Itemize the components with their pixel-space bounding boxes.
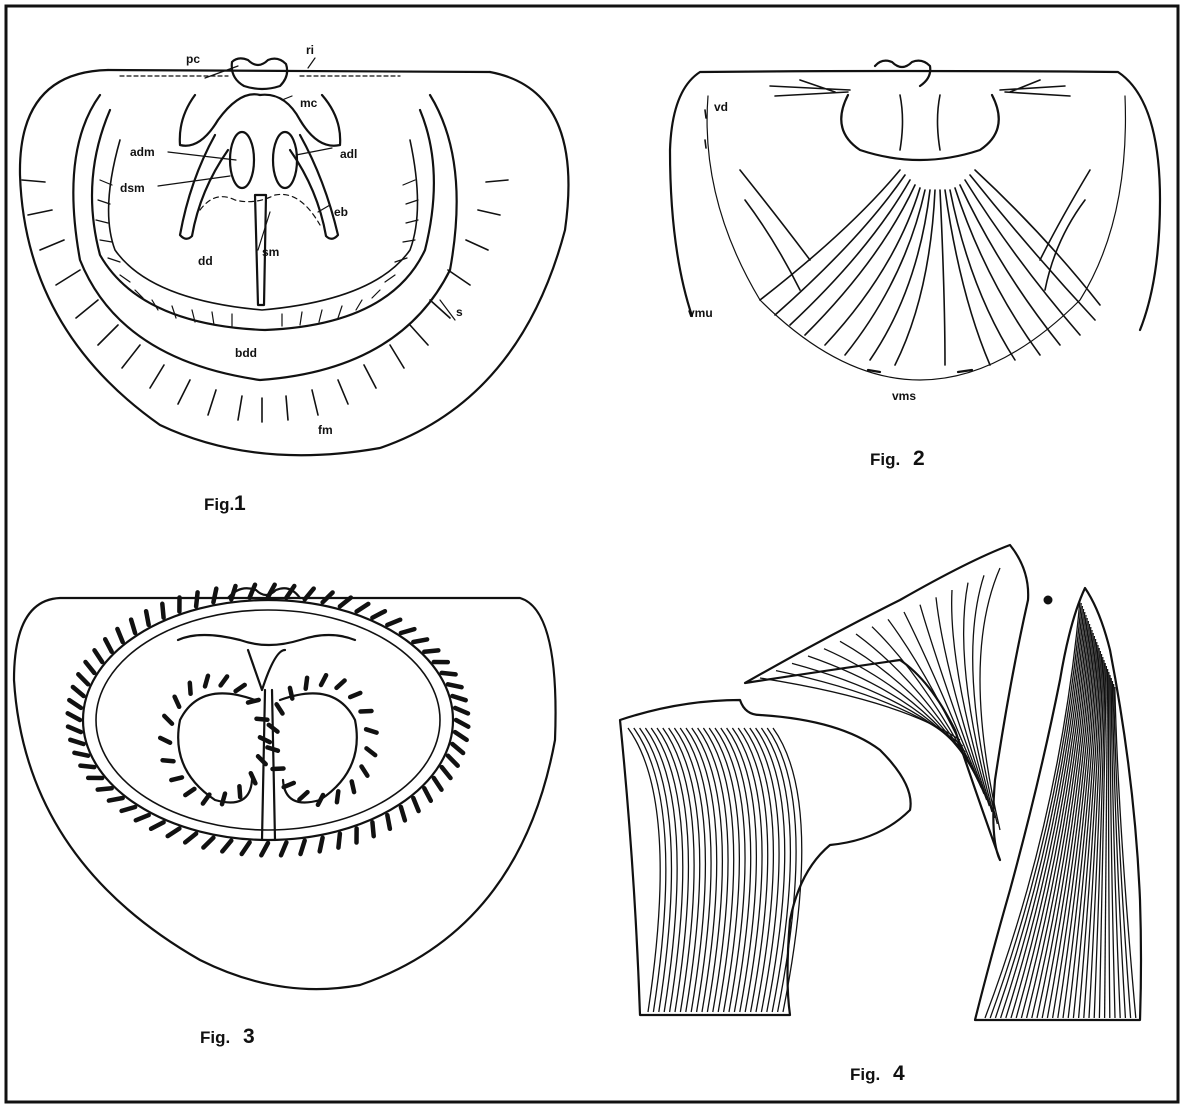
fig1-label-adl: adl bbox=[340, 147, 357, 161]
fig4-dot bbox=[1044, 596, 1052, 604]
fig1-caption-number: 1 bbox=[234, 492, 246, 515]
fig4-caption-prefix: Fig. bbox=[850, 1065, 880, 1084]
fig2-label-vd: vd bbox=[714, 100, 728, 114]
fig1-label-dsm: dsm bbox=[120, 181, 145, 195]
fig1-caption: Fig. 1 bbox=[204, 492, 246, 515]
fig2-caption-number: 2 bbox=[913, 447, 925, 470]
fig3-caption-prefix: Fig. bbox=[200, 1028, 230, 1047]
fig1-label-sm: sm bbox=[262, 245, 279, 259]
fig1-label-mc: mc bbox=[300, 96, 318, 110]
figure-4-drawing bbox=[620, 545, 1141, 1020]
fig2-label-vmu: vmu bbox=[688, 306, 713, 320]
fig2-caption: Fig. 2 bbox=[870, 447, 925, 470]
fig4-striations bbox=[628, 568, 1136, 1018]
fig1-label-eb: eb bbox=[334, 205, 348, 219]
fig1-label-s: s bbox=[456, 305, 463, 319]
fig1-label-pc: pc bbox=[186, 52, 200, 66]
fig1-label-ri: ri bbox=[306, 43, 314, 57]
fig1-label-adm: adm bbox=[130, 145, 155, 159]
fig1-label-fm: fm bbox=[318, 423, 333, 437]
fig2-label-vms: vms bbox=[892, 389, 916, 403]
figure-1-drawing bbox=[20, 58, 569, 455]
fig2-muscle-fan bbox=[740, 170, 1100, 365]
fig3-caption-number: 3 bbox=[243, 1025, 255, 1048]
fig3-caption: Fig. 3 bbox=[200, 1025, 255, 1048]
fig1-label-bdd: bdd bbox=[235, 346, 257, 360]
fig3-spicules bbox=[68, 585, 469, 856]
fig4-caption-number: 4 bbox=[893, 1062, 905, 1085]
fig1-label-dd: dd bbox=[198, 254, 213, 268]
plate-border bbox=[6, 6, 1178, 1102]
figure-2-drawing bbox=[670, 61, 1160, 380]
fig1-caption-prefix: Fig. bbox=[204, 495, 234, 514]
fig2-caption-prefix: Fig. bbox=[870, 450, 900, 469]
fig4-caption: Fig. 4 bbox=[850, 1062, 905, 1085]
